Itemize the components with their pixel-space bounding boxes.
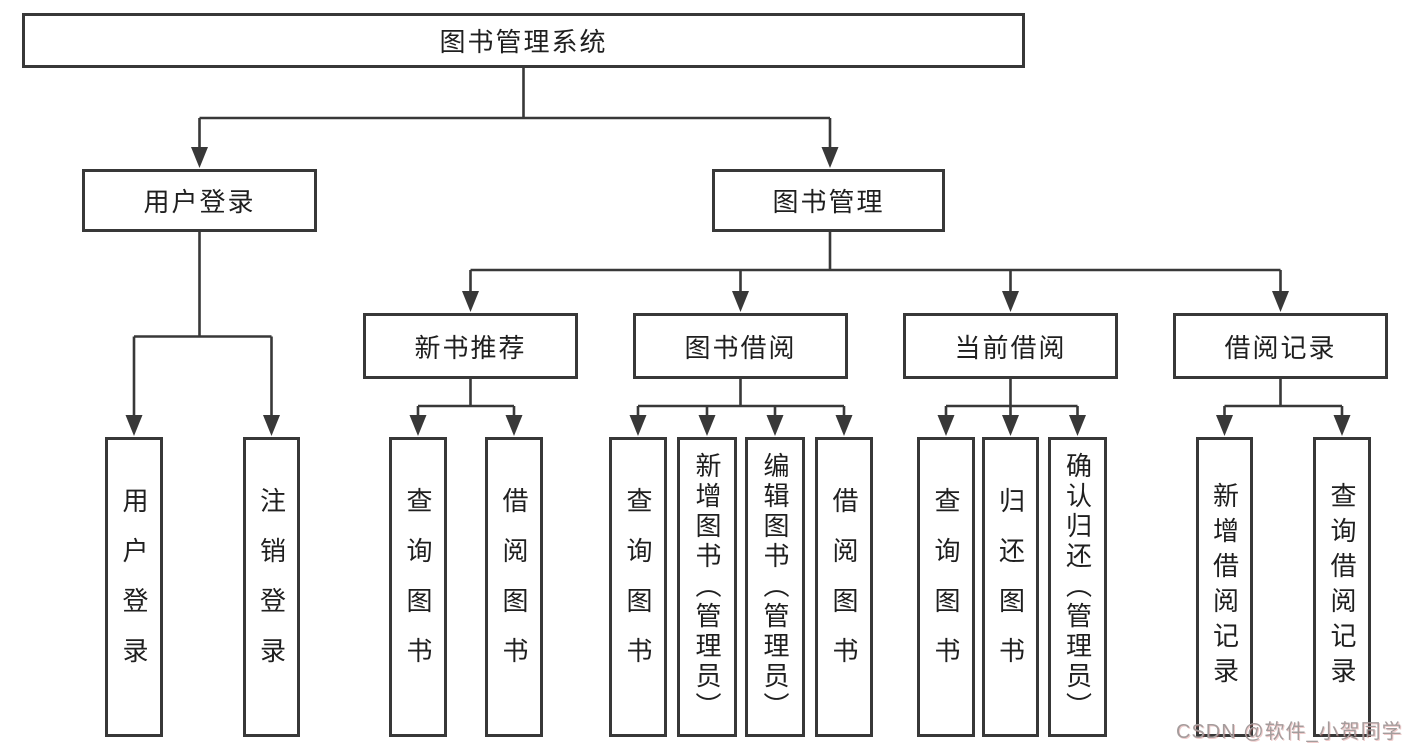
node-label: 新书推荐	[414, 332, 527, 363]
node-new-book-recommend: 新书推荐	[363, 313, 578, 379]
connector-root-trunk	[198, 68, 832, 150]
leaf-edit-books-admin: 编辑图书（管理员）	[745, 437, 805, 737]
leaf-label: 借阅图书	[499, 487, 529, 687]
leaf-label: 新增图书（管理员）	[692, 452, 722, 722]
leaf-add-books-admin: 新增图书（管理员）	[677, 437, 737, 737]
leaf-label: 确认归还（管理员）	[1062, 452, 1093, 722]
leaf-label: 用户登录	[119, 487, 149, 687]
node-user-login: 用户登录	[82, 169, 317, 232]
connector-current-borrow	[944, 379, 1079, 418]
leaf-label: 借阅图书	[829, 487, 859, 687]
leaf-label: 查询图书	[403, 487, 433, 687]
node-borrow-records: 借阅记录	[1173, 313, 1388, 379]
node-label: 当前借阅	[954, 332, 1067, 363]
leaf-label: 归还图书	[995, 487, 1026, 687]
leaf-return-books: 归还图书	[982, 437, 1039, 737]
node-label: 图书借阅	[684, 332, 797, 363]
csdn-watermark: CSDN @软件_小贺同学	[1176, 721, 1403, 743]
leaf-query-books-recommend: 查询图书	[389, 437, 447, 737]
leaf-label: 查询借阅记录	[1327, 482, 1357, 692]
leaf-logout: 注销登录	[243, 437, 300, 737]
node-current-borrow: 当前借阅	[903, 313, 1118, 379]
connector-book-borrow	[636, 379, 846, 418]
node-label: 图书管理系统	[439, 27, 608, 57]
leaf-borrow-books-recommend: 借阅图书	[485, 437, 543, 737]
node-book-borrow: 图书借阅	[633, 313, 848, 379]
leaf-borrow-books: 借阅图书	[815, 437, 873, 737]
node-label: 用户登录	[143, 187, 256, 217]
leaf-user-login: 用户登录	[105, 437, 163, 737]
node-book-management: 图书管理	[712, 169, 945, 232]
connector-new-book-recommend	[416, 379, 516, 418]
leaf-label: 查询图书	[931, 487, 961, 687]
leaf-label: 查询图书	[623, 487, 653, 687]
leaf-add-borrow-record: 新增借阅记录	[1196, 437, 1253, 737]
leaf-label: 编辑图书（管理员）	[760, 452, 790, 722]
node-label: 图书管理	[772, 187, 885, 217]
leaf-label: 新增借阅记录	[1209, 482, 1240, 692]
leaf-confirm-return-admin: 确认归还（管理员）	[1048, 437, 1107, 737]
node-root-system: 图书管理系统	[22, 13, 1025, 68]
leaf-label: 注销登录	[256, 487, 287, 687]
node-label: 借阅记录	[1224, 332, 1337, 363]
connector-user-login	[132, 232, 273, 417]
connector-borrow-records	[1223, 379, 1344, 418]
leaf-query-borrow-record: 查询借阅记录	[1313, 437, 1371, 737]
leaf-query-books-current: 查询图书	[917, 437, 975, 737]
connector-book-management	[469, 232, 1282, 294]
leaf-query-books-borrow: 查询图书	[609, 437, 667, 737]
